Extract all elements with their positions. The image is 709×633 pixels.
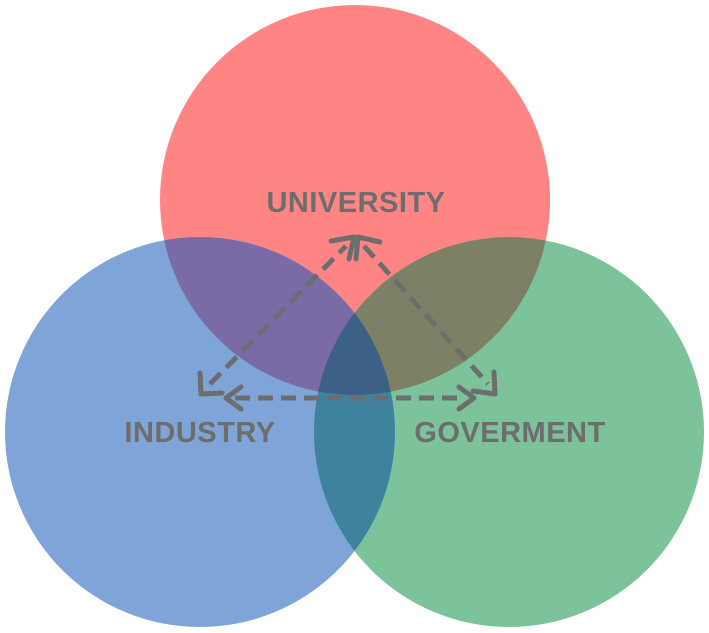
arrow-head-up-icon — [328, 234, 357, 262]
university-label: UNIVERSITY — [266, 187, 445, 219]
arrow-university-government — [353, 234, 498, 397]
arrow-industry-university — [197, 234, 357, 397]
arrow-head-right-icon — [456, 384, 477, 412]
university-government-overlap — [314, 237, 550, 395]
arrow-head-left-icon — [223, 384, 244, 412]
government-label: GOVERMENT — [414, 417, 605, 449]
industry-label: INDUSTRY — [124, 417, 275, 449]
arrow-head-down-right-icon — [470, 369, 498, 397]
arrow-industry-government — [223, 384, 477, 412]
arrow-head-up-right-icon — [353, 234, 383, 262]
arrow-head-down-left-icon — [197, 370, 225, 397]
university-industry-overlap — [160, 237, 395, 395]
